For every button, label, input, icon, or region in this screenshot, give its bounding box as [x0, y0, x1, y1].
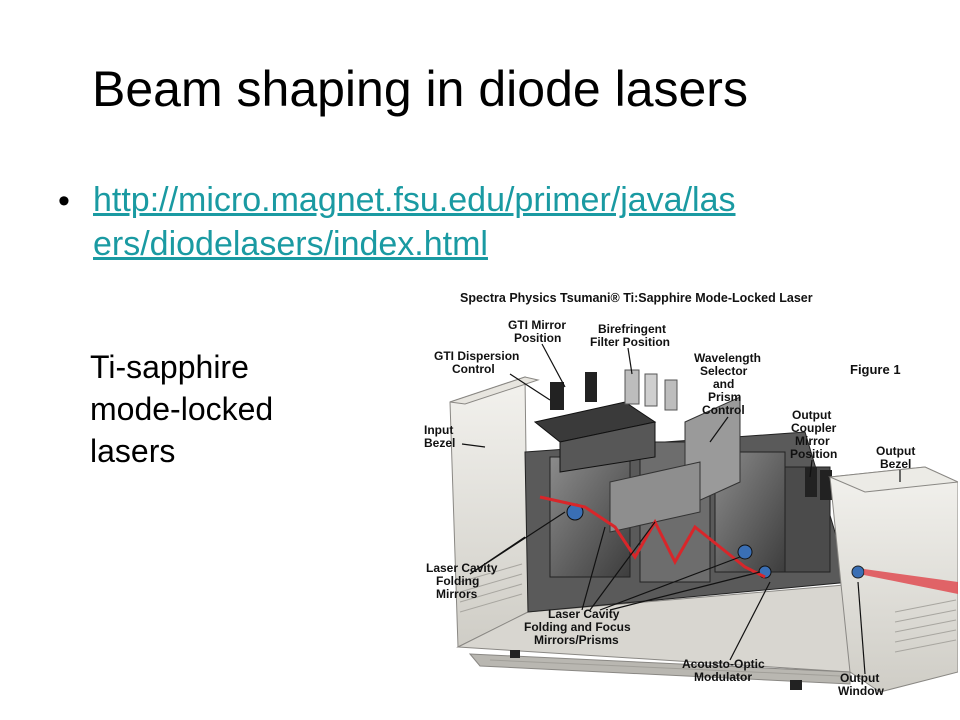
label-output-bezel-1: Output — [876, 444, 915, 458]
label-output-bezel-2: Bezel — [880, 457, 911, 471]
label-gti-mirror-2: Position — [514, 331, 561, 345]
optical-cavity — [524, 369, 851, 613]
leader-lines — [461, 343, 901, 675]
foot — [510, 650, 520, 658]
caption-text: Ti-sapphire mode-locked lasers — [90, 349, 274, 469]
label-wavelength-4: Prism — [708, 390, 741, 404]
label-folding-mirrors-1: Laser Cavity — [426, 561, 498, 575]
label-acousto-2: Modulator — [694, 670, 752, 684]
figure-number: Figure 1 — [850, 362, 901, 377]
label-wavelength-3: and — [713, 377, 734, 391]
label-output-coupler-1: Output — [792, 408, 831, 422]
slide-title: Beam shaping in diode lasers — [92, 61, 748, 117]
base-plate — [456, 581, 881, 685]
label-folding-focus-1: Laser Cavity — [548, 607, 620, 621]
bullet-icon: • — [58, 182, 70, 220]
label-birefringent-2: Filter Position — [590, 335, 670, 349]
label-gti-dispersion-2: Control — [452, 362, 495, 376]
label-acousto-1: Acousto-Optic — [682, 657, 765, 671]
label-wavelength-2: Selector — [700, 364, 748, 378]
label-folding-focus-3: Mirrors/Prisms — [534, 633, 619, 647]
label-folding-mirrors-3: Mirrors — [436, 587, 478, 601]
output-bezel-housing — [828, 466, 958, 693]
label-output-window-2: Window — [838, 684, 885, 698]
figure-heading: Spectra Physics Tsumani® Ti:Sapphire Mod… — [460, 291, 813, 305]
label-folding-mirrors-2: Folding — [436, 574, 479, 588]
label-output-coupler-3: Mirror — [795, 434, 830, 448]
diode-lasers-link[interactable]: http://micro.magnet.fsu.edu/primer/java/… — [93, 181, 736, 263]
label-input-bezel: Input — [424, 423, 453, 437]
label-wavelength-1: Wavelength — [694, 351, 761, 365]
label-output-coupler-2: Coupler — [791, 421, 837, 435]
laser-beam-path — [539, 495, 766, 579]
label-birefringent: Birefringent — [598, 322, 666, 336]
input-bezel-housing — [449, 376, 540, 648]
laser-figure: Spectra Physics Tsumani® Ti:Sapphire Mod… — [424, 291, 958, 698]
label-input-bezel-2: Bezel — [424, 436, 455, 450]
label-gti-dispersion: GTI Dispersion — [434, 349, 519, 363]
label-output-window-1: Output — [840, 671, 879, 685]
foot — [790, 680, 802, 690]
label-folding-focus-2: Folding and Focus — [524, 620, 631, 634]
label-gti-mirror: GTI Mirror — [508, 318, 566, 332]
label-wavelength-5: Control — [702, 403, 745, 417]
label-output-coupler-4: Position — [790, 447, 837, 461]
